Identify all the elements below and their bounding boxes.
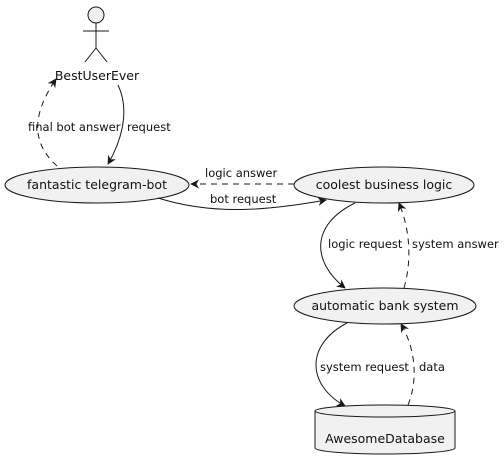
edge-logic-answer-label: logic answer bbox=[205, 166, 278, 180]
edge-logic-request-label: logic request bbox=[328, 237, 403, 251]
actor-best-user-ever[interactable]: BestUserEver bbox=[55, 6, 140, 83]
usecase-bank-system[interactable]: automatic bank system bbox=[293, 287, 477, 325]
edge-data: data bbox=[400, 323, 445, 406]
usecase-business-logic-shape bbox=[293, 166, 475, 204]
actor-head bbox=[87, 6, 105, 24]
usecase-telegram-bot-label: fantastic telegram-bot bbox=[27, 177, 167, 192]
edge-logic-request: logic request bbox=[320, 202, 403, 289]
edge-system-answer-line bbox=[397, 202, 410, 289]
edge-system-request-line bbox=[315, 322, 348, 407]
edge-request: request bbox=[107, 84, 171, 165]
edge-final-bot-answer-label: final bot answer bbox=[28, 120, 121, 134]
edge-bot-request: bot request bbox=[157, 192, 327, 210]
actor-left-leg bbox=[84, 47, 97, 63]
database-label: AwesomeDatabase bbox=[325, 431, 445, 446]
edge-system-request: system request bbox=[315, 322, 409, 407]
edge-request-label: request bbox=[127, 120, 171, 134]
edge-final-bot-answer: final bot answer bbox=[28, 78, 121, 167]
actor-right-leg bbox=[95, 47, 108, 63]
edge-bot-request-label: bot request bbox=[210, 192, 277, 206]
usecase-business-logic[interactable]: coolest business logic bbox=[293, 166, 475, 204]
actor-label: BestUserEver bbox=[55, 68, 140, 83]
database-body bbox=[314, 404, 456, 455]
database-awesome[interactable]: AwesomeDatabase bbox=[314, 404, 456, 455]
usecase-bank-system-shape bbox=[293, 287, 477, 325]
usecase-telegram-bot-shape bbox=[4, 166, 190, 204]
edge-system-request-label: system request bbox=[320, 360, 409, 374]
edge-final-bot-answer-line bbox=[37, 78, 58, 167]
edge-system-answer-label: system answer bbox=[412, 237, 499, 251]
usecase-bank-system-label: automatic bank system bbox=[311, 298, 458, 313]
edge-request-line bbox=[107, 84, 125, 165]
edge-logic-answer: logic answer bbox=[190, 166, 294, 189]
edge-logic-request-line bbox=[320, 202, 356, 289]
edge-bot-request-line bbox=[157, 196, 327, 210]
edge-system-answer: system answer bbox=[397, 202, 499, 289]
database-rim bbox=[314, 410, 456, 418]
usecase-business-logic-label: coolest business logic bbox=[316, 177, 453, 192]
edge-data-label: data bbox=[419, 360, 445, 374]
usecase-telegram-bot[interactable]: fantastic telegram-bot bbox=[4, 166, 190, 204]
